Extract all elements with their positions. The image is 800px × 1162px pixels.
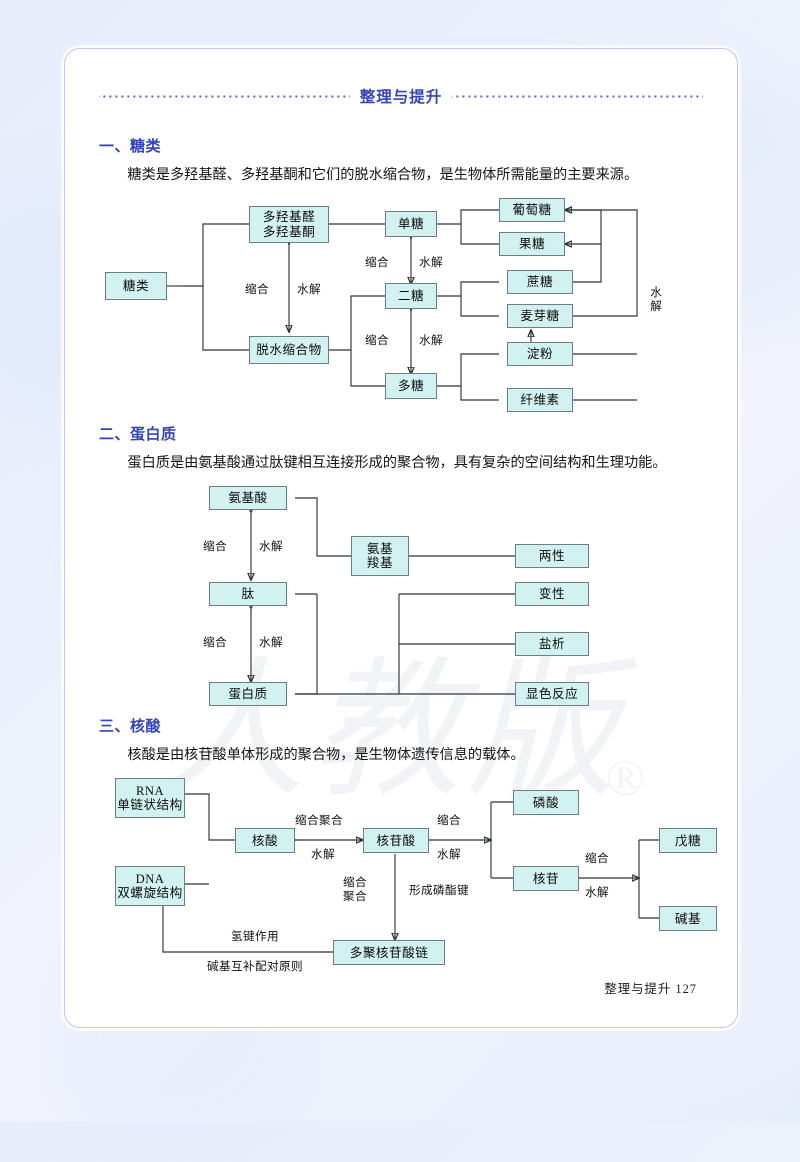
section-description-carbohydrates: 糖类是多羟基醛、多羟基酮和它们的脱水缩合物，是生物体所需能量的主要来源。 (127, 167, 639, 183)
diagram-proteins-connectors (99, 497, 515, 695)
section-proteins: 二、蛋白质 蛋白质是由氨基酸通过肽键相互连接形成的聚合物，具有复杂的空间结构和生… (99, 423, 703, 716)
watermark-registered-icon: ® (605, 750, 645, 807)
box-amino-carboxyl: 氨基羧基 (351, 536, 409, 577)
label-nucl-hydrolysis-2: 水解 (437, 848, 461, 862)
label-hydrolysis-3: 水解 (419, 334, 443, 348)
label-base-pairing-principle: 碱基互补配对原则 (207, 960, 303, 974)
diagram-nucleic-acids-connectors (99, 793, 659, 953)
label-condensation-3: 缩合 (365, 334, 389, 348)
box-denaturation: 变性 (515, 582, 589, 607)
section-nucleic-acids: 三、核酸 核酸是由核苷酸单体形成的聚合物，是生物体遗传信息的载体。 (99, 715, 717, 980)
section-carbohydrates: 一、糖类 糖类是多羟基醛、多羟基酮和它们的脱水缩合物，是生物体所需能量的主要来源… (99, 135, 703, 416)
diagram-carbohydrates: 糖类 多羟基醛多羟基酮 脱水缩合物 单糖 二糖 多糖 葡萄糖 果糖 (99, 198, 703, 416)
box-maltose: 麦芽糖 (507, 304, 573, 329)
page-title: 整理与提升 (359, 89, 443, 106)
label-condensation-1: 缩合 (245, 283, 269, 297)
header-dotted-rule-left (99, 94, 350, 98)
box-base: 碱基 (659, 906, 717, 932)
box-fructose: 果糖 (499, 232, 565, 257)
box-nucleic-acid: 核酸 (235, 828, 295, 854)
label-condensation-2: 缩合 (365, 256, 389, 270)
box-sucrose: 蔗糖 (507, 270, 573, 295)
label-protein-condensation-2: 缩合 (203, 636, 227, 650)
label-phosphodiester-bond: 形成磷酯键 (409, 884, 469, 898)
box-polysaccharide: 多糖 (385, 373, 437, 400)
box-monosaccharide: 单糖 (385, 211, 437, 238)
label-hydrolysis-1: 水解 (297, 283, 321, 297)
box-polynucleotide-chain: 多聚核苷酸链 (333, 940, 445, 966)
box-nucleotide: 核苷酸 (363, 828, 429, 854)
page-header: 整理与提升 (99, 85, 704, 107)
label-protein-hydrolysis-2: 水解 (259, 636, 283, 650)
box-carb-root: 糖类 (105, 272, 167, 301)
box-nucleoside: 核苷 (513, 866, 579, 892)
page-card: 人教版 ® 整理与提升 一、糖类 糖类是多羟基醛、多羟基酮和它们的脱水缩合物，是… (64, 48, 738, 1028)
section-heading-carbohydrates: 一、糖类 (99, 138, 162, 155)
box-starch: 淀粉 (507, 342, 573, 367)
box-amphoteric: 两性 (515, 544, 589, 569)
label-nucl-condensation-2: 缩合 (585, 852, 609, 866)
page-footer: 整理与提升 127 (604, 982, 697, 996)
label-hydrolysis-2: 水解 (419, 256, 443, 270)
label-hydrolysis-right: 水解 (649, 286, 662, 314)
label-hydrogen-bond: 氢键作用 (231, 930, 279, 944)
label-nucl-condensation-1: 缩合 (437, 814, 461, 828)
label-protein-condensation-1: 缩合 (203, 540, 227, 554)
diagram-carbohydrates-connectors (167, 200, 638, 401)
box-amino-acid: 氨基酸 (209, 486, 287, 511)
box-cellulose: 纤维素 (507, 388, 573, 413)
box-salting-out: 盐析 (515, 632, 589, 657)
diagram-proteins: 氨基酸 肽 蛋白质 氨基羧基 两性 变性 盐析 显色反应 缩合 (99, 486, 703, 716)
section-heading-proteins: 二、蛋白质 (99, 426, 177, 443)
box-disaccharide: 二糖 (385, 283, 437, 310)
box-polyhydroxy: 多羟基醛多羟基酮 (249, 206, 329, 244)
box-phosphoric-acid: 磷酸 (513, 790, 579, 816)
box-dehydration-condensate: 脱水缩合物 (249, 336, 329, 365)
box-pentose: 戊糖 (659, 828, 717, 854)
label-nucl-hydrolysis-1: 水解 (311, 848, 335, 862)
header-dotted-rule-right (452, 94, 704, 98)
box-protein: 蛋白质 (209, 682, 287, 707)
label-condensation-polymerization-vertical: 缩合聚合 (343, 876, 367, 904)
box-color-reaction: 显色反应 (515, 682, 589, 707)
label-condensation-polymerization: 缩合聚合 (295, 814, 343, 828)
section-description-proteins: 蛋白质是由氨基酸通过肽键相互连接形成的聚合物，具有复杂的空间结构和生理功能。 (127, 455, 667, 471)
label-nucl-hydrolysis-3: 水解 (585, 886, 609, 900)
section-heading-nucleic-acids: 三、核酸 (99, 718, 162, 735)
label-protein-hydrolysis-1: 水解 (259, 540, 283, 554)
box-peptide: 肽 (209, 582, 287, 607)
box-glucose: 葡萄糖 (499, 198, 565, 223)
section-description-nucleic-acids: 核酸是由核苷酸单体形成的聚合物，是生物体遗传信息的载体。 (127, 747, 525, 763)
